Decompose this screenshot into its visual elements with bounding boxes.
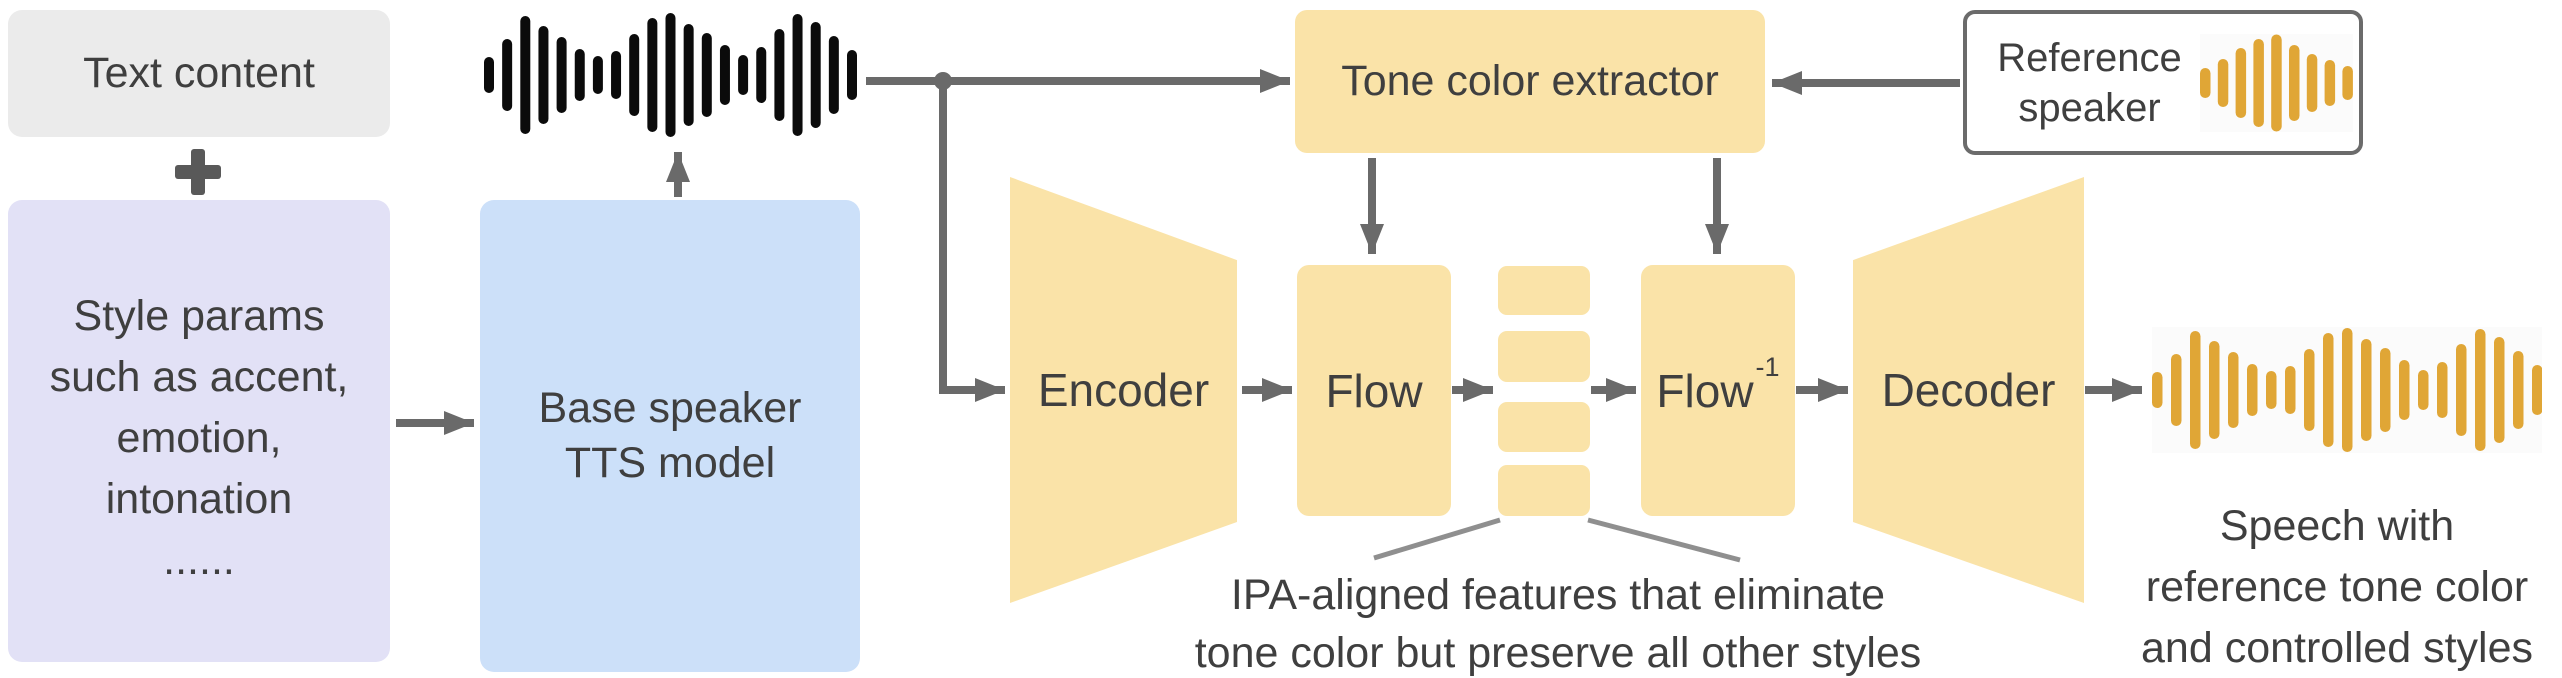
style-params-line: emotion, xyxy=(116,414,282,462)
caption-pointer-right xyxy=(1587,517,1741,563)
ipa-feature-stack xyxy=(1498,0,1590,678)
text-content-box: Text content xyxy=(8,10,390,137)
flow-label: Flow xyxy=(1325,364,1423,417)
style-params-box: Style params such as accent, emotion, in… xyxy=(8,200,390,662)
reference-speaker-line: speaker xyxy=(2018,85,2161,130)
reference-speaker-label: Reference speaker xyxy=(1987,33,2192,133)
base-speaker-line: Base speaker xyxy=(538,384,802,432)
style-params-line: ...... xyxy=(163,536,235,584)
plus-icon xyxy=(175,149,221,195)
output-caption-line: and controlled styles xyxy=(2141,624,2533,672)
reference-speaker-line: Reference xyxy=(1997,35,2182,80)
flow-inverse-block: Flow-1 xyxy=(1641,265,1795,516)
reference-speaker-box: Reference speaker xyxy=(1963,10,2363,155)
ipa-caption-line: IPA-aligned features that eliminate xyxy=(1230,571,1886,619)
connector-junction-dot xyxy=(934,72,952,90)
base-speaker-tts-label: Base speaker TTS model xyxy=(539,381,802,491)
encoder-block: Encoder xyxy=(1010,177,1237,603)
style-params-line: intonation xyxy=(105,475,293,523)
base-speaker-tts-box: Base speaker TTS model xyxy=(480,200,860,672)
ipa-feature-segment xyxy=(1498,402,1590,452)
base-speaker-line: TTS model xyxy=(564,439,776,487)
decoder-label: Decoder xyxy=(1881,364,2056,416)
tone-color-extractor-label: Tone color extractor xyxy=(1341,56,1719,105)
ipa-feature-segment xyxy=(1498,266,1590,315)
tone-color-extractor-box: Tone color extractor xyxy=(1295,10,1765,153)
gold-audio-waveform-icon xyxy=(2152,327,2542,453)
decoder-block: Decoder xyxy=(1853,177,2084,603)
ipa-caption-line: tone color but preserve all other styles xyxy=(1194,629,1922,677)
style-params-line: such as accent, xyxy=(49,353,349,401)
flow-inverse-label: Flow-1 xyxy=(1656,352,1779,418)
ipa-caption: IPA-aligned features that eliminate tone… xyxy=(1158,566,1958,678)
style-params-label: Style params such as accent, emotion, in… xyxy=(50,286,349,591)
ipa-feature-segment xyxy=(1498,465,1590,516)
flow-inverse-base: Flow xyxy=(1656,364,1754,417)
output-caption-line: reference tone color xyxy=(2145,563,2529,611)
gold-audio-waveform-small-icon xyxy=(2200,33,2353,132)
caption-pointer-left xyxy=(1373,517,1501,561)
output-caption-line: Speech with xyxy=(2219,502,2455,550)
arrow-waveform-to-encoder xyxy=(939,81,1005,402)
black-audio-waveform-icon xyxy=(484,13,857,137)
output-caption: Speech with reference tone color and con… xyxy=(2037,496,2562,678)
style-params-line: Style params xyxy=(73,292,325,340)
encoder-label: Encoder xyxy=(1037,364,1210,416)
flow-inverse-exponent: -1 xyxy=(1755,352,1780,383)
ipa-feature-segment xyxy=(1498,331,1590,382)
text-content-label: Text content xyxy=(83,48,315,97)
flow-block: Flow xyxy=(1297,265,1451,516)
